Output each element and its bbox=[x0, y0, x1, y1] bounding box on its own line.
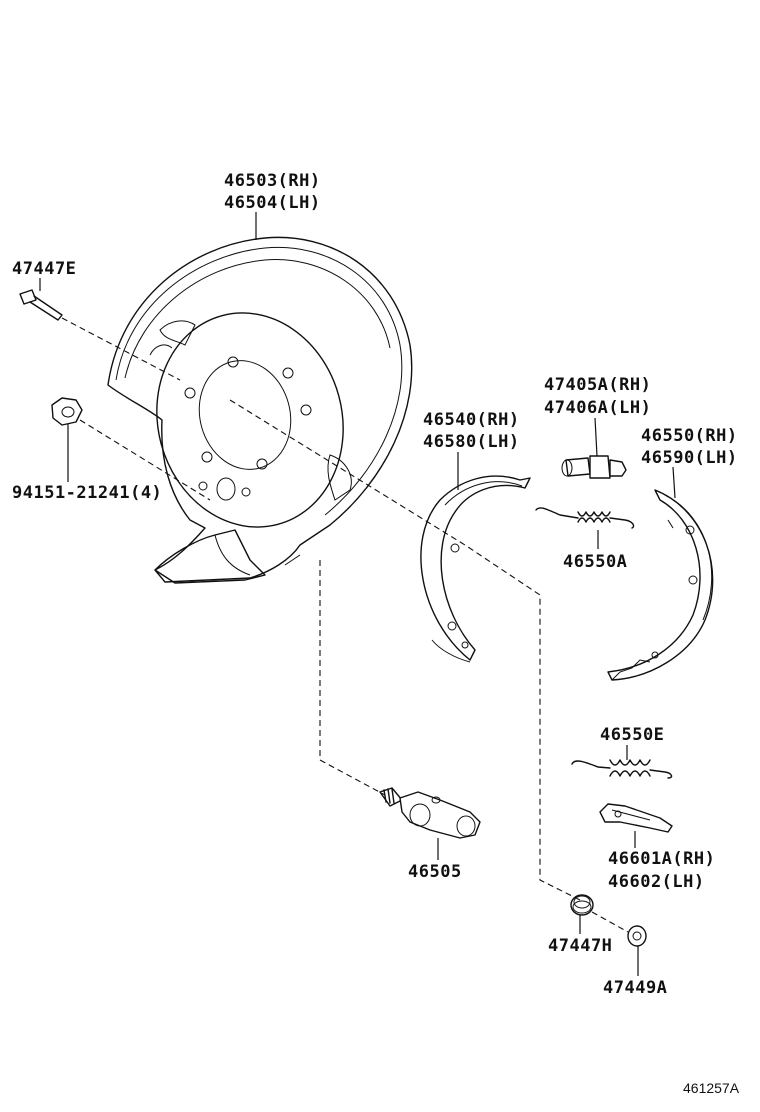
shoe-rear-illustration bbox=[607, 489, 714, 681]
shoe-front-illustration bbox=[420, 475, 531, 663]
leader-lines bbox=[39, 212, 676, 976]
callout-labels: 46503(RH) 46504(LH) 47447E 94151-21241(4… bbox=[12, 171, 740, 1096]
label-nut: 94151-21241(4) bbox=[12, 483, 162, 503]
label-bolt: 47447E bbox=[12, 259, 76, 279]
diagram-reference-code: 461257A bbox=[683, 1080, 740, 1096]
label-backing-plate-rh: 46503(RH) bbox=[224, 171, 321, 191]
label-hold-down-spring: 47447H bbox=[548, 936, 612, 956]
cable-bell-crank-illustration bbox=[379, 787, 481, 839]
label-spring-upper: 46550A bbox=[563, 552, 627, 572]
label-shoe-rear-rh: 46550(RH) bbox=[641, 426, 738, 446]
hold-down-spring-illustration bbox=[570, 894, 594, 916]
label-lever-lh: 46602(LH) bbox=[608, 872, 705, 892]
backing-plate-illustration bbox=[107, 236, 413, 584]
lever-illustration bbox=[599, 803, 673, 833]
label-shoe-front-rh: 46540(RH) bbox=[423, 410, 520, 430]
label-adjusting-bolt-rh: 47405A(RH) bbox=[544, 375, 651, 395]
adjusting-bolt-illustration bbox=[561, 455, 627, 479]
label-shoe-rear-lh: 46590(LH) bbox=[641, 448, 738, 468]
label-shoe-front-lh: 46580(LH) bbox=[423, 432, 520, 452]
label-cable-bell-crank: 46505 bbox=[408, 862, 462, 882]
label-hold-down-cup: 47449A bbox=[603, 978, 667, 998]
label-spring-lower: 46550E bbox=[600, 725, 664, 745]
label-adjusting-bolt-lh: 47406A(LH) bbox=[544, 398, 651, 418]
label-lever-rh: 46601A(RH) bbox=[608, 849, 715, 869]
spring-lower-illustration bbox=[571, 759, 673, 779]
nut-illustration bbox=[51, 397, 83, 426]
spring-upper-illustration bbox=[535, 507, 635, 529]
label-backing-plate-lh: 46504(LH) bbox=[224, 193, 321, 213]
hold-down-cup-illustration bbox=[627, 925, 647, 947]
alignment-lines bbox=[61, 317, 629, 933]
bolt-illustration bbox=[19, 289, 63, 321]
